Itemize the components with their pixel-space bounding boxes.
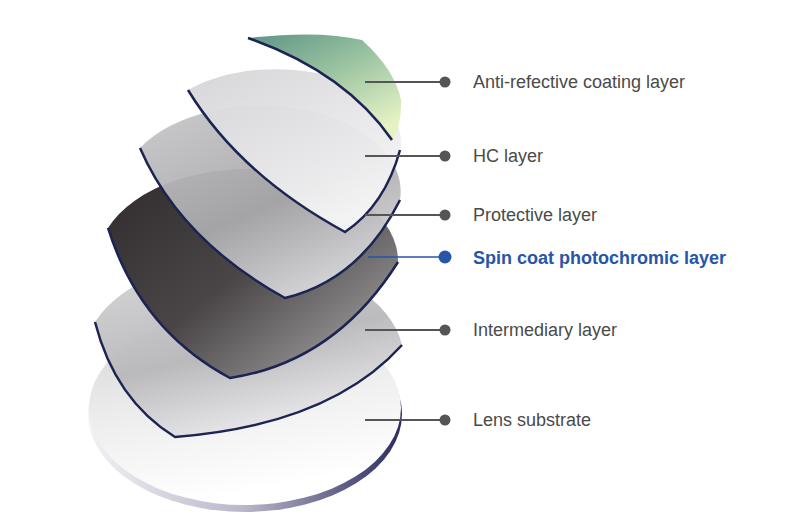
leader-dot [440, 77, 451, 88]
leader-lines [365, 82, 445, 420]
layer-label: Anti-refective coating layer [473, 71, 685, 93]
layer-label: Intermediary layer [473, 319, 617, 341]
leader-line [365, 155, 445, 157]
leader-line [365, 81, 445, 83]
leader-dot [440, 210, 451, 221]
leader-dot [440, 151, 451, 162]
leader-dot-highlight [439, 251, 452, 264]
leader-line-highlight [368, 256, 445, 258]
ar-coating-layer-disc [248, 34, 401, 140]
layer-cut-edge [248, 38, 392, 140]
layer-label: Lens substrate [473, 409, 591, 431]
leader-line [365, 329, 445, 331]
layer-label: Spin coat photochromic layer [473, 247, 726, 269]
leader-dots [440, 77, 451, 426]
layer-label: HC layer [473, 145, 543, 167]
layer-label: Protective layer [473, 204, 597, 226]
leader-line [365, 214, 445, 216]
leader-dot [440, 325, 451, 336]
leader-dot [440, 415, 451, 426]
leader-line [365, 419, 445, 421]
